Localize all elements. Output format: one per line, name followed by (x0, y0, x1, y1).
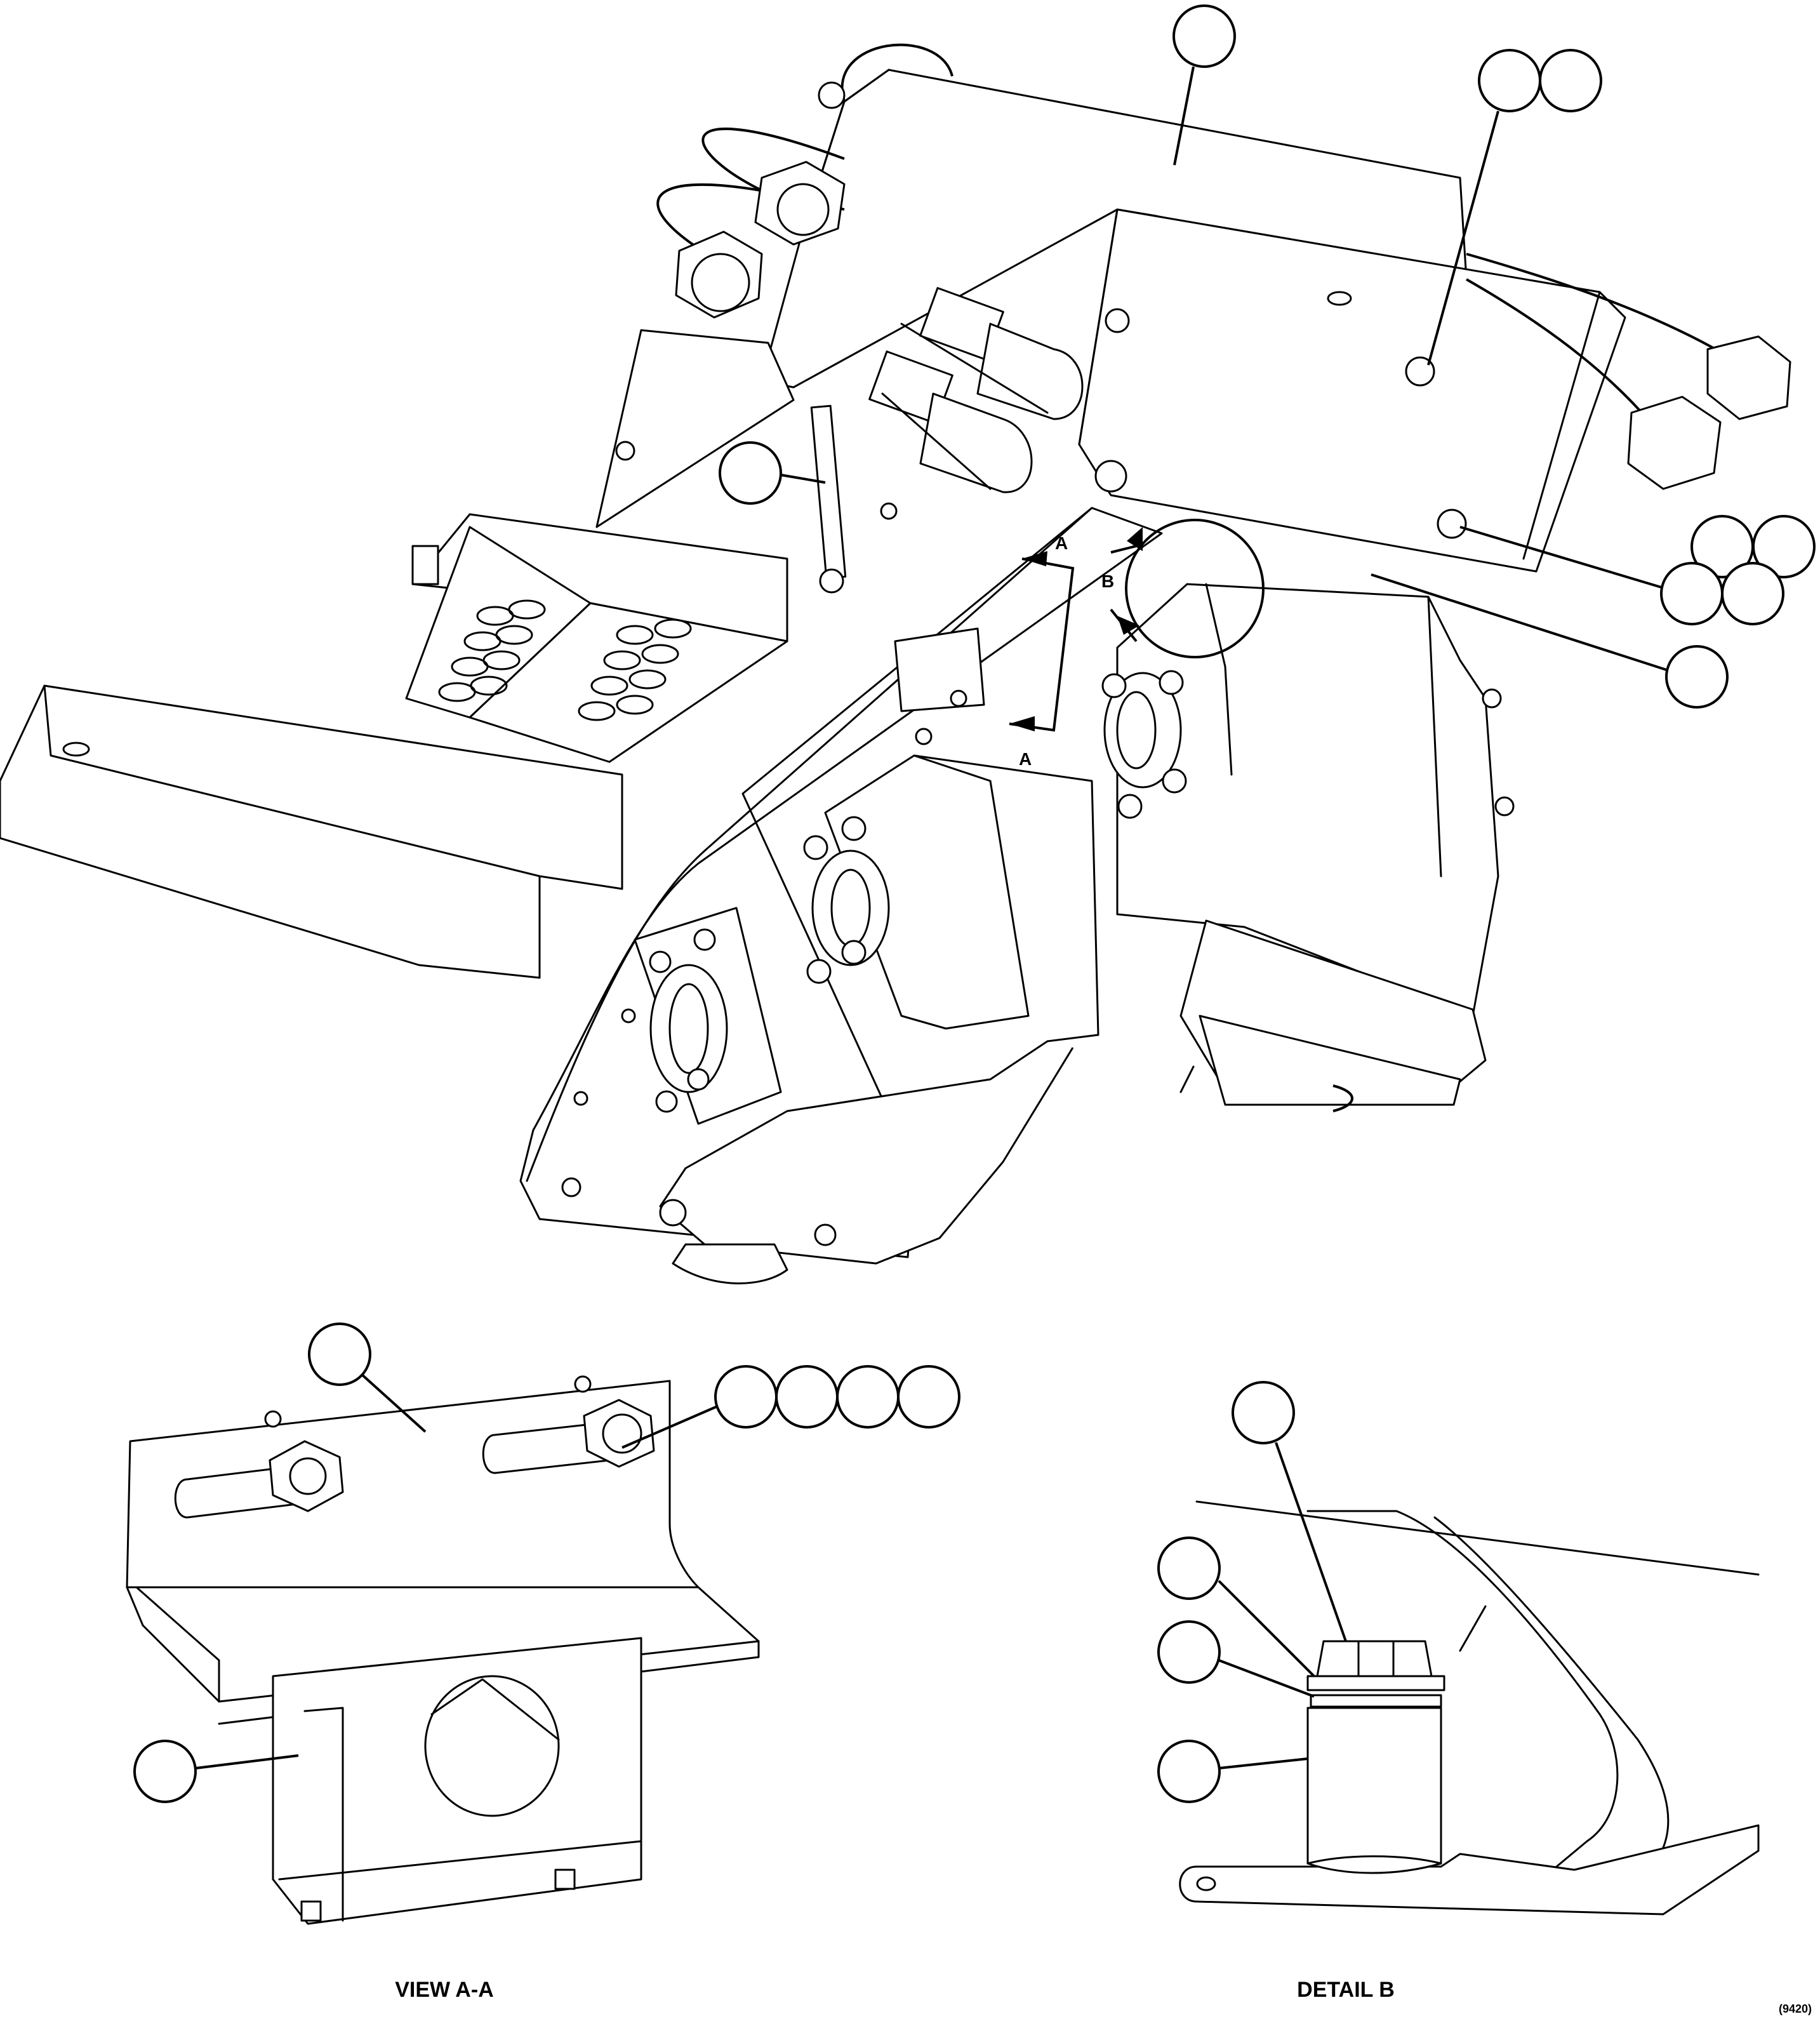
callout-circle (133, 1740, 197, 1803)
callout-circle (308, 1323, 371, 1386)
callout-circle (1660, 562, 1724, 625)
callout-circle (1232, 1381, 1295, 1444)
spacer (1306, 1707, 1442, 1874)
side-plate (595, 329, 795, 528)
detail-b-label: B (1101, 571, 1114, 591)
view-a-a-caption: VIEW A-A (395, 1978, 494, 2002)
section-a-indicator: A A (1009, 533, 1075, 769)
callout-circle (836, 1365, 900, 1429)
section-a-top-label: A (1055, 533, 1068, 553)
callout-circle (1172, 4, 1236, 68)
callout-circle (897, 1365, 960, 1429)
detail-b: DETAIL B (1157, 1381, 1760, 2002)
figure-id: (9420) (1779, 2002, 1812, 2015)
callout-circle (1478, 49, 1541, 112)
callout-circle (1157, 1740, 1221, 1803)
hex-bolt (1706, 335, 1791, 420)
view-a-a: VIEW A-A (126, 1323, 960, 2002)
callout-circle (1157, 1620, 1221, 1684)
bolt-head (1437, 509, 1467, 539)
callout-circle (1157, 1536, 1221, 1600)
callout-group (719, 4, 1816, 709)
perforated-step (405, 513, 788, 763)
hex-bolt (1627, 396, 1722, 490)
washer (1306, 1675, 1445, 1691)
bracket-arm (810, 404, 847, 580)
mounting-plate (1078, 208, 1626, 573)
callout-circle (719, 441, 782, 505)
base-plate (1179, 1824, 1760, 1916)
callout-circle (1665, 645, 1729, 709)
quick-coupler (868, 287, 1084, 493)
callout-circle (1539, 49, 1602, 112)
pump-body (1116, 583, 1499, 1017)
bolt-head (1405, 356, 1435, 387)
bolt-head (1105, 308, 1130, 333)
section-a-bottom-label: A (1019, 749, 1032, 769)
detail-b-caption: DETAIL B (1297, 1978, 1395, 2002)
callout-circle (1721, 562, 1784, 625)
callout-circle (775, 1365, 839, 1429)
bolt-head (1316, 1640, 1433, 1677)
hose-loop (840, 43, 953, 102)
callout-circle (714, 1365, 778, 1429)
bolt-head (1094, 460, 1127, 493)
washer (1310, 1694, 1442, 1708)
detail-b-indicator: B (1101, 519, 1265, 658)
callout-circle (1752, 515, 1816, 578)
main-assembly: A A B (0, 4, 1816, 1284)
